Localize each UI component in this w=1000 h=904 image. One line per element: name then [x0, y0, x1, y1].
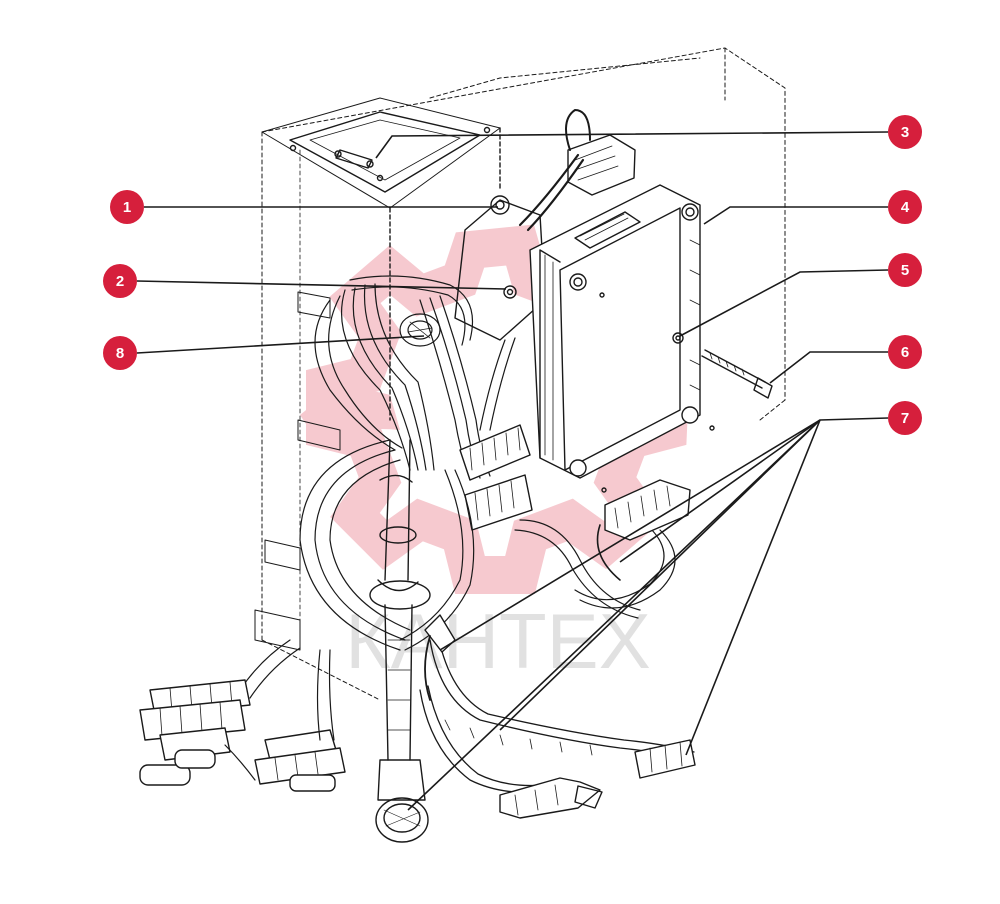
leader-line-3 — [375, 131, 889, 159]
leader-line-6 — [769, 351, 888, 384]
callout-badge — [888, 253, 922, 287]
callout-label: 7 — [901, 410, 909, 427]
callout-8: 8 — [103, 336, 137, 370]
leader-line-7-d — [407, 419, 821, 811]
harness-drawing — [139, 47, 786, 843]
callout-4: 4 — [888, 190, 922, 224]
ecu-unit — [529, 184, 715, 493]
leader-line-8 — [136, 335, 425, 354]
callout-badge — [103, 336, 137, 370]
bottom-right-connectors — [499, 739, 696, 819]
callout-label: 2 — [116, 273, 124, 290]
watermark-text: КАНТЕХ — [345, 597, 651, 685]
callout-3: 3 — [888, 115, 922, 149]
harness-connectors — [459, 424, 533, 531]
right-connectors — [596, 479, 691, 581]
callout-badge — [888, 335, 922, 369]
callout-label: 8 — [116, 345, 124, 362]
callout-label: 5 — [901, 262, 909, 279]
callout-badge — [888, 190, 922, 224]
leader-lines — [136, 131, 889, 811]
mounting-panel — [261, 47, 786, 701]
leader-line-7-b — [439, 419, 821, 651]
callout-badge — [103, 264, 137, 298]
left-connector-cluster — [139, 639, 346, 792]
callout-badge — [110, 190, 144, 224]
leader-line-7-c — [499, 419, 821, 731]
harness-trunk — [369, 439, 431, 843]
callout-5: 5 — [888, 253, 922, 287]
callout-label: 1 — [123, 199, 131, 216]
callout-7: 7 — [888, 401, 922, 435]
callout-label: 6 — [901, 344, 909, 361]
callout-1: 1 — [110, 190, 144, 224]
callout-2: 2 — [103, 264, 137, 298]
leader-line-2 — [136, 280, 507, 290]
leader-line-4 — [703, 206, 888, 225]
leader-line-7-e — [685, 419, 821, 756]
left-brackets — [254, 291, 341, 651]
callout-label: 3 — [901, 124, 909, 141]
callout-badge — [888, 401, 922, 435]
callout-6: 6 — [888, 335, 922, 369]
callout-badge — [888, 115, 922, 149]
leader-line-5 — [679, 269, 889, 337]
fuse-icon — [334, 149, 374, 169]
callout-label: 4 — [901, 199, 910, 216]
mounting-bolt — [701, 349, 773, 399]
